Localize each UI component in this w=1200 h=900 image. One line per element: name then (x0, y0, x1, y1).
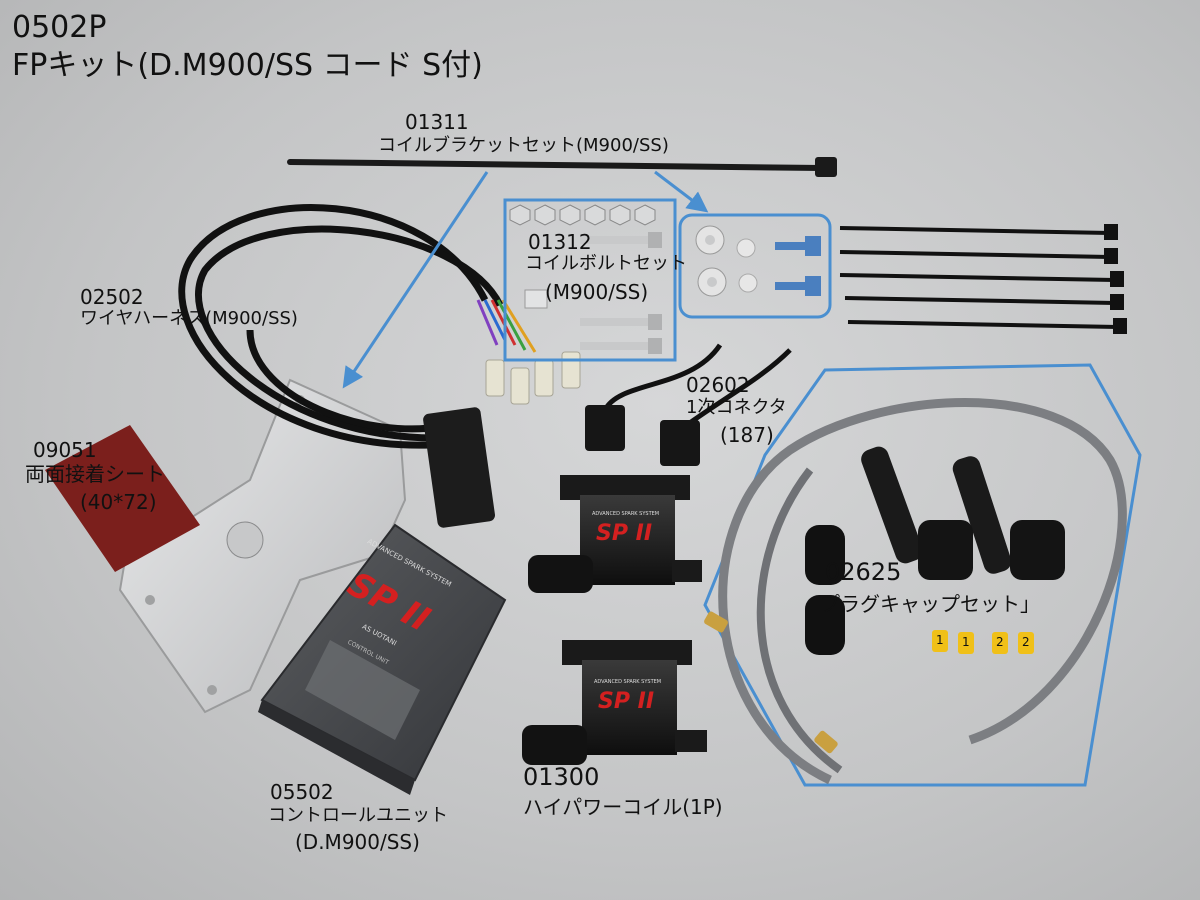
coil-lower-logo: SP II (598, 689, 654, 714)
ignition-coil-lower (522, 640, 707, 765)
bracket-set-code: 01311 (405, 110, 469, 134)
coil-upper-logo: SP II (596, 521, 652, 546)
harness-terminals (485, 351, 581, 405)
wire-marker-2b: 2 (1022, 635, 1030, 649)
control-unit-code: 05502 (270, 780, 334, 804)
adhesive-sheet (45, 425, 200, 572)
harness-name: ワイヤハーネス(M900/SS) (80, 308, 298, 329)
plug-cap-group (703, 363, 1142, 787)
harness-code: 02502 (80, 285, 144, 309)
control-unit (258, 523, 507, 795)
annotation-arrows (342, 170, 709, 389)
wire-marker-1a: 1 (936, 633, 944, 647)
connector-spec: (187) (720, 423, 774, 447)
bolt-set-code: 01312 (528, 230, 592, 254)
connector-code: 02602 (686, 373, 750, 397)
tape-spec: (40*72) (80, 490, 157, 514)
bolt-set-group (503, 198, 677, 362)
long-cable-tie (287, 157, 837, 177)
plug-caps-name: プラグキャップセット」 (820, 592, 1040, 616)
kit-code: 0502P (12, 10, 107, 45)
connector-plug-right (660, 420, 700, 466)
control-unit-spec: (D.M900/SS) (295, 830, 420, 854)
plug-caps-code: 02625 (825, 558, 902, 586)
coil-upper-system-print: ADVANCED SPARK SYSTEM (592, 511, 660, 517)
control-unit-name: コントロールユニット (268, 805, 448, 826)
connector-plug-left (585, 405, 625, 451)
coil-name: ハイパワーコイル(1P) (523, 795, 723, 819)
washer-bolt-group (678, 213, 832, 319)
coil-lower-system-print: ADVANCED SPARK SYSTEM (594, 679, 662, 685)
kit-name: FPキット(D.M900/SS コード S付) (12, 48, 483, 83)
harness-colored-wires (476, 299, 537, 353)
bolt-set-name: コイルボルトセット (525, 253, 687, 274)
harness-main-connector (423, 407, 496, 528)
bolt-set-spec: (M900/SS) (545, 280, 649, 304)
connector-name: 1次コネクタ (686, 397, 787, 418)
short-cable-ties (839, 224, 1127, 334)
tape-code: 09051 (33, 438, 97, 462)
wire-marker-tags (932, 630, 1034, 654)
wire-marker-1b: 1 (962, 635, 970, 649)
spark-plug-terminals (704, 611, 838, 754)
wire-marker-2a: 2 (996, 635, 1004, 649)
bracket-set-name: コイルブラケットセット(M900/SS) (378, 135, 669, 156)
tape-name: 両面接着シート (25, 462, 165, 486)
ignition-coil-upper (528, 475, 702, 593)
coil-code: 01300 (523, 763, 600, 791)
